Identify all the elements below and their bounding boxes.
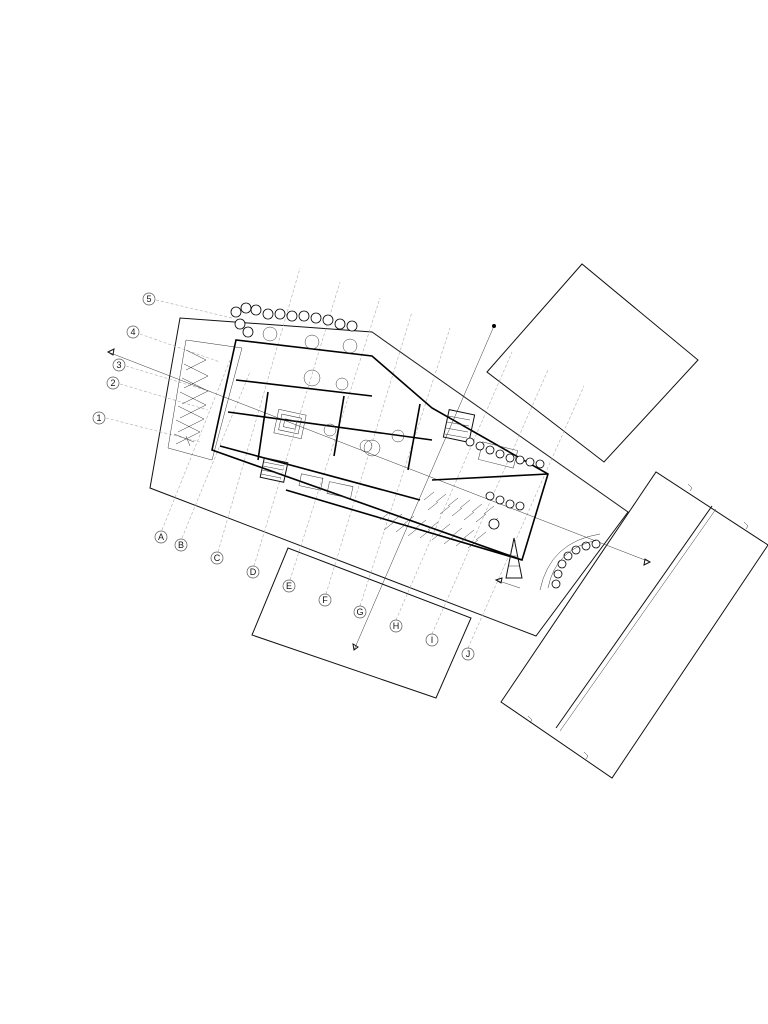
grid-bubble-row-4: 4 <box>126 325 140 339</box>
svg-text:H: H <box>393 621 400 631</box>
grid-bubble-col-e: E <box>282 579 296 593</box>
banquet-seating <box>379 491 499 549</box>
svg-text:3: 3 <box>116 360 121 370</box>
tree-row-top <box>230 302 358 338</box>
interior-furniture <box>259 369 518 499</box>
grid-bubble-col-d: D <box>246 565 260 579</box>
svg-text:4: 4 <box>130 327 135 337</box>
grid-bubble-col-b: B <box>174 538 188 552</box>
hatched-parking-area <box>167 339 243 461</box>
svg-text:E: E <box>286 581 292 591</box>
grid-bubble-col-i: I <box>425 633 439 647</box>
svg-text:J: J <box>466 649 471 659</box>
grid-bubble-col-a: A <box>154 530 168 544</box>
svg-text:D: D <box>250 567 257 577</box>
round-tables <box>262 326 373 453</box>
grid-bubble-row-1: 1 <box>92 411 106 425</box>
grid-bubble-row-2: 2 <box>106 376 120 390</box>
svg-text:5: 5 <box>146 294 151 304</box>
section-lines <box>106 324 652 651</box>
svg-text:B: B <box>178 540 184 550</box>
building-walls <box>211 339 549 562</box>
conifer-tree <box>505 537 523 579</box>
grid-bubble-col-h: H <box>389 619 403 633</box>
svg-text:G: G <box>356 607 363 617</box>
entrance-arrows <box>185 435 521 589</box>
road-right <box>500 471 768 779</box>
svg-text:2: 2 <box>110 378 115 388</box>
parcel-bottom <box>251 547 472 699</box>
svg-text:I: I <box>431 635 434 645</box>
grid-bubble-col-f: F <box>318 593 332 607</box>
grid-bubble-col-g: G <box>353 605 367 619</box>
svg-text:A: A <box>158 532 164 542</box>
parcel-top-right <box>486 263 699 463</box>
grid-bubble-col-j: J <box>461 647 475 661</box>
tree-arc <box>539 533 601 591</box>
svg-text:C: C <box>214 553 221 563</box>
grid-bubble-row-3: 3 <box>112 358 126 372</box>
svg-text:1: 1 <box>96 413 101 423</box>
tree-row-bottom-right <box>465 437 545 530</box>
grid-bubble-row-5: 5 <box>142 292 156 306</box>
grid-bubble-col-c: C <box>210 551 224 565</box>
svg-text:F: F <box>322 595 328 605</box>
